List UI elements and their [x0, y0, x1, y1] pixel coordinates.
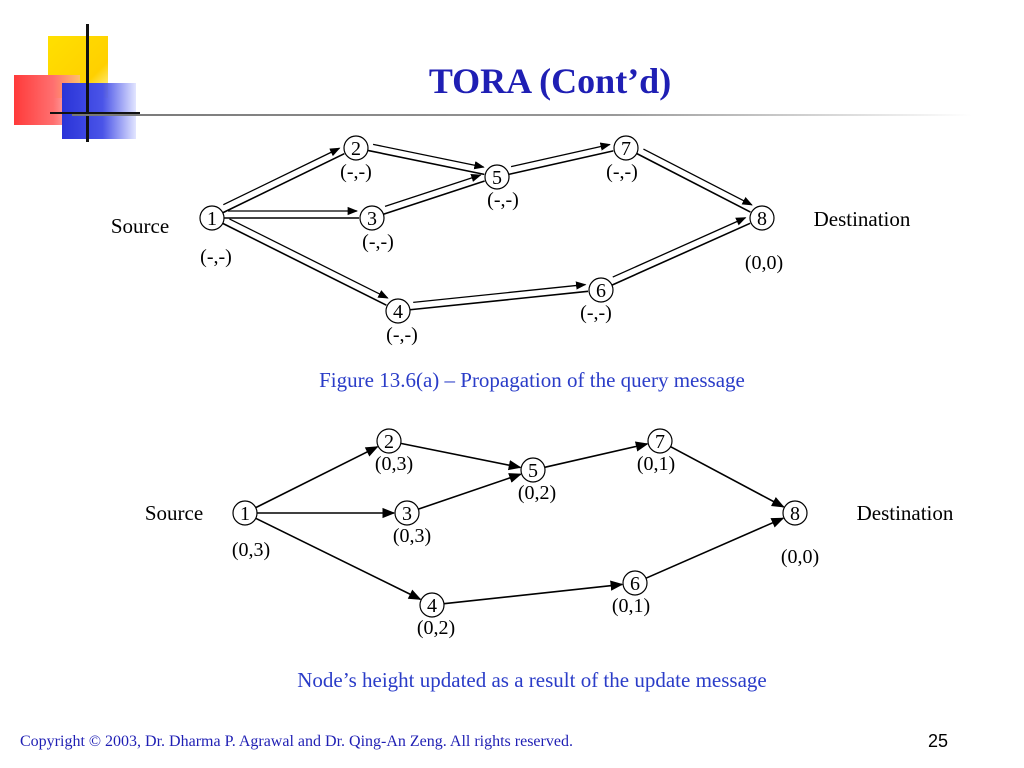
destination-label: Destination	[814, 207, 911, 231]
edge-3-5	[383, 180, 485, 216]
node-4-circle	[385, 298, 411, 324]
edge-4-6	[409, 290, 589, 311]
edge-1-2	[255, 446, 379, 509]
query-arrow-2-5	[372, 143, 485, 170]
edge-6-8	[611, 222, 751, 286]
node-1-circle	[232, 500, 258, 526]
node-4-label: 4	[393, 301, 403, 323]
node-2-circle	[343, 135, 369, 161]
node-1-circle	[199, 205, 225, 231]
node-6-height: (0,1)	[612, 595, 650, 617]
copyright-footer: Copyright © 2003, Dr. Dharma P. Agrawal …	[20, 733, 573, 750]
node-7-circle	[613, 135, 639, 161]
node-7-height: (-,-)	[606, 161, 638, 183]
node-2-height: (0,3)	[375, 453, 413, 475]
figure-a-caption: Figure 13.6(a) – Propagation of the quer…	[319, 368, 745, 392]
node-6-circle	[588, 277, 614, 303]
node-8-label: 8	[790, 503, 800, 525]
decor-vertical-line	[86, 24, 89, 142]
edge-4-6	[443, 580, 624, 605]
node-2-height: (-,-)	[340, 161, 372, 183]
node-7-label: 7	[655, 431, 665, 453]
node-8-height: (0,0)	[781, 546, 819, 568]
node-7-label: 7	[621, 138, 631, 160]
node-3-circle	[359, 205, 385, 231]
node-5-circle	[520, 457, 546, 483]
figure-b-caption: Node’s height updated as a result of the…	[297, 668, 767, 692]
destination-label: Destination	[857, 501, 954, 525]
query-arrow-4-6	[413, 281, 587, 304]
edge-3-5	[418, 473, 522, 510]
figure-b-graph: 1(0,3)2(0,3)3(0,3)4(0,2)5(0,2)6(0,1)7(0,…	[145, 428, 954, 639]
decor-blue-square	[62, 83, 136, 139]
node-6-circle	[622, 570, 648, 596]
node-2-label: 2	[351, 138, 361, 160]
query-arrow-7-8	[643, 148, 753, 206]
slide-title: TORA (Cont’d)	[428, 61, 672, 101]
node-8-circle	[749, 205, 775, 231]
node-1-label: 1	[207, 208, 217, 230]
node-4-label: 4	[427, 595, 437, 617]
node-3-circle	[394, 500, 420, 526]
query-arrow-1-4	[229, 218, 389, 299]
node-8-height: (0,0)	[745, 252, 783, 274]
node-3-label: 3	[367, 208, 377, 230]
edge-1-4	[222, 222, 387, 306]
edge-1-2	[222, 152, 345, 214]
page-number: 25	[928, 731, 949, 751]
node-1-height: (0,3)	[232, 539, 270, 561]
edge-7-8	[636, 152, 751, 213]
node-4-circle	[419, 592, 445, 618]
query-arrow-5-7	[510, 142, 611, 168]
title-rule	[72, 114, 972, 116]
edge-6-8	[645, 517, 785, 579]
node-5-label: 5	[492, 167, 502, 189]
node-8-label: 8	[757, 208, 767, 230]
edge-5-7	[508, 150, 614, 176]
node-8-circle	[782, 500, 808, 526]
node-4-height: (0,2)	[417, 617, 455, 639]
node-2-circle	[376, 428, 402, 454]
node-5-height: (0,2)	[518, 482, 556, 504]
node-5-circle	[484, 164, 510, 190]
edge-7-8	[670, 445, 785, 508]
node-3-label: 3	[402, 503, 412, 525]
node-1-label: 1	[240, 503, 250, 525]
edge-2-5	[400, 442, 522, 471]
node-3-height: (-,-)	[362, 231, 394, 253]
query-arrow-1-2	[223, 147, 341, 206]
query-arrow-6-8	[612, 217, 747, 278]
node-1-height: (-,-)	[200, 246, 232, 268]
node-5-height: (-,-)	[487, 189, 519, 211]
source-label: Source	[111, 214, 169, 238]
node-2-label: 2	[384, 431, 394, 453]
node-5-label: 5	[528, 460, 538, 482]
node-6-height: (-,-)	[580, 302, 612, 324]
decor-horizontal-line	[50, 112, 140, 114]
node-6-label: 6	[596, 280, 606, 302]
node-3-height: (0,3)	[393, 525, 431, 547]
node-7-circle	[647, 428, 673, 454]
node-7-height: (0,1)	[637, 453, 675, 475]
source-label: Source	[145, 501, 203, 525]
edge-1-4	[255, 517, 422, 600]
figure-a-graph: 1(-,-)2(-,-)3(-,-)4(-,-)5(-,-)6(-,-)7(-,…	[111, 135, 911, 346]
node-4-height: (-,-)	[386, 324, 418, 346]
node-6-label: 6	[630, 573, 640, 595]
query-arrow-3-5	[384, 173, 482, 207]
edge-5-7	[544, 441, 649, 469]
edge-2-5	[367, 149, 485, 176]
